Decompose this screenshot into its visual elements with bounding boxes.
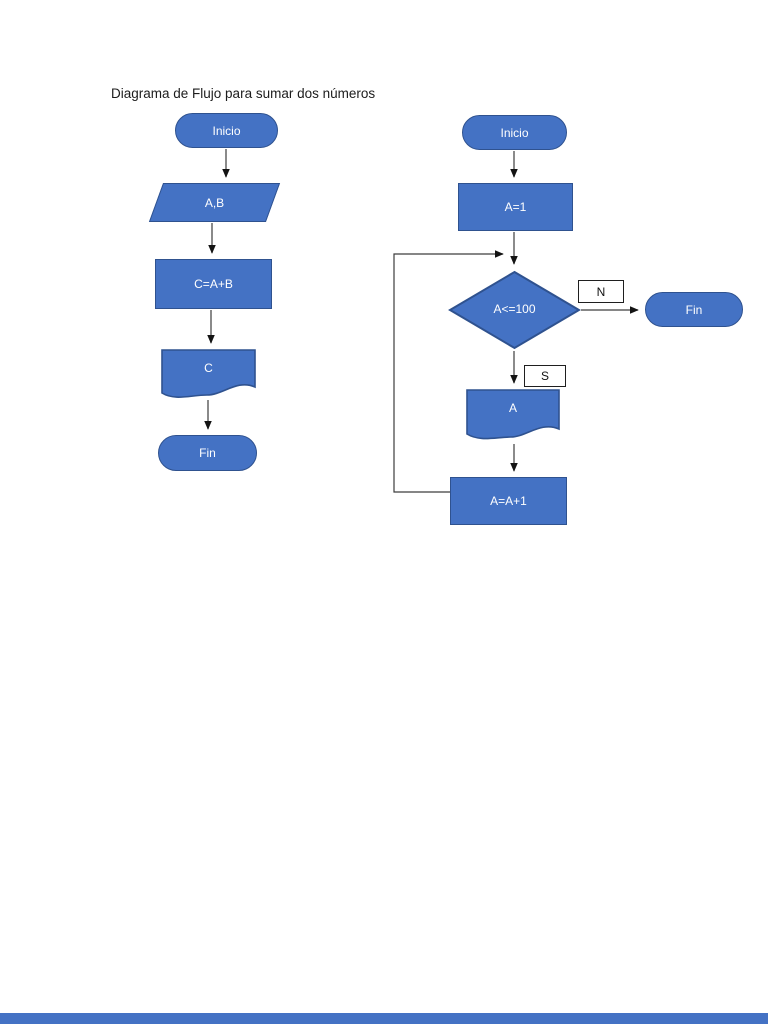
right-increment-rect: A=A+1: [450, 477, 567, 525]
left-output-label: C: [204, 361, 213, 375]
right-start-terminator: Inicio: [462, 115, 567, 150]
footer-bar: [0, 1013, 768, 1024]
left-end-label: Fin: [199, 446, 216, 460]
left-input-label: A,B: [204, 195, 225, 210]
left-input-parallelogram: A,B: [148, 183, 281, 222]
right-end-terminator: Fin: [645, 292, 743, 327]
left-process-label: C=A+B: [194, 277, 233, 291]
left-process-rect: C=A+B: [155, 259, 272, 309]
left-start-terminator: Inicio: [175, 113, 278, 148]
right-end-label: Fin: [685, 302, 703, 317]
branch-yes-label: S: [540, 369, 549, 383]
right-init-label: A=1: [504, 200, 527, 214]
left-start-label: Inicio: [212, 123, 241, 138]
left-output-document: C: [161, 349, 256, 402]
branch-no-label: N: [596, 284, 606, 299]
right-output-document: A: [466, 389, 560, 443]
right-decision-diamond: A<=100: [448, 270, 581, 350]
right-increment-label: A=A+1: [490, 494, 527, 508]
right-start-label: Inicio: [500, 125, 529, 140]
branch-no-box: N: [578, 280, 624, 303]
branch-yes-box: S: [524, 365, 566, 387]
page-title: Diagrama de Flujo para sumar dos números: [111, 86, 376, 101]
right-decision-label: A<=100: [493, 302, 536, 316]
right-output-label: A: [508, 401, 517, 415]
left-end-terminator: Fin: [158, 435, 257, 471]
right-init-rect: A=1: [458, 183, 573, 231]
